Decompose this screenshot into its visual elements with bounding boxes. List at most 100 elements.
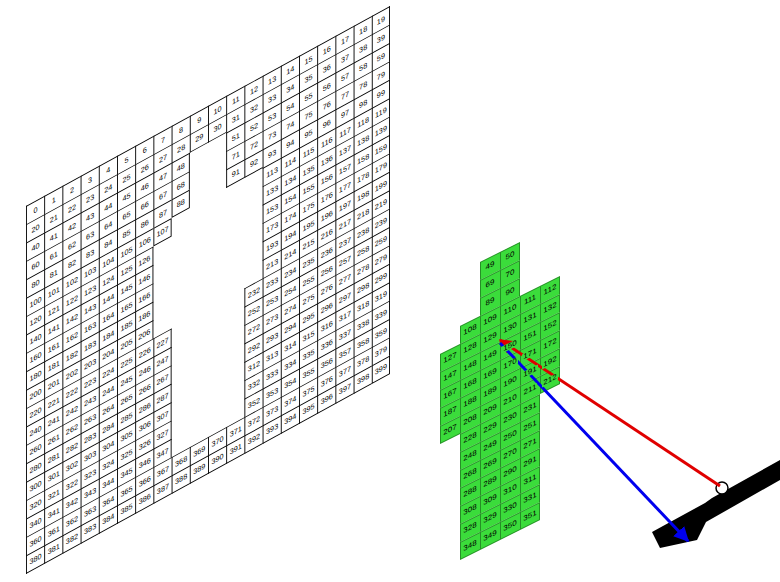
cell-number: 391 bbox=[230, 443, 242, 457]
grid-cell: 344 bbox=[99, 469, 117, 497]
grid-cell: 143 bbox=[81, 295, 99, 323]
grid-cell: 84 bbox=[99, 230, 117, 258]
cell-number: 113 bbox=[266, 166, 278, 180]
grid-cell: 286 bbox=[135, 394, 153, 422]
grid-cell: 12 bbox=[244, 76, 262, 104]
grid-cell: 0 bbox=[26, 196, 44, 224]
grid-cell: 165 bbox=[117, 293, 135, 321]
grid-cell: 364 bbox=[99, 487, 117, 515]
grid-cell: 144 bbox=[99, 285, 117, 313]
grid-cell: 274 bbox=[281, 295, 299, 323]
grid-cell: 214 bbox=[281, 240, 299, 268]
grid-cell: 181 bbox=[44, 352, 62, 380]
grid-cell: 185 bbox=[117, 312, 135, 340]
grid-cell: 345 bbox=[117, 459, 135, 487]
cell-number: 1 bbox=[52, 196, 56, 206]
cell-number: 93 bbox=[268, 148, 276, 160]
grid-cell: 272 bbox=[244, 315, 262, 343]
cell-number: 81 bbox=[50, 268, 58, 280]
cell-number: 383 bbox=[84, 523, 96, 537]
grid-cell: 223 bbox=[81, 368, 99, 396]
grid-cell: 219 bbox=[372, 190, 390, 218]
grid-cell: 182 bbox=[62, 342, 80, 370]
grid-cell: 107 bbox=[153, 218, 171, 246]
cell-number: 13 bbox=[268, 75, 276, 87]
grid-cell: 346 bbox=[135, 449, 153, 477]
cell-number: 39 bbox=[377, 33, 385, 45]
grid-cell: 157 bbox=[335, 155, 353, 183]
cell-number: 16 bbox=[323, 45, 331, 57]
cell-number: 347 bbox=[156, 446, 168, 460]
grid-cell: 265 bbox=[117, 385, 135, 413]
cell-number: 384 bbox=[102, 513, 114, 527]
projection-ray bbox=[500, 340, 720, 486]
figure-cell-label: 50 bbox=[500, 242, 520, 270]
cell-number: 192 bbox=[542, 355, 557, 370]
cell-number: 319 bbox=[375, 290, 387, 304]
grid-cell: 359 bbox=[372, 319, 390, 347]
grid-cell: 381 bbox=[44, 536, 62, 564]
grid-cell: 376 bbox=[317, 367, 335, 395]
cell-number: 190 bbox=[502, 375, 517, 390]
grid-cell: 2 bbox=[62, 176, 80, 204]
cell-number: 71 bbox=[232, 150, 240, 162]
grid-cell: 218 bbox=[354, 200, 372, 228]
grid-cell: 178 bbox=[354, 163, 372, 191]
grid-cell: 338 bbox=[354, 310, 372, 338]
cell-number: 172 bbox=[542, 337, 557, 352]
cell-number: 55 bbox=[305, 91, 313, 103]
grid-cell: 26 bbox=[135, 154, 153, 182]
cell-number: 76 bbox=[323, 100, 331, 112]
grid-cell: 276 bbox=[317, 275, 335, 303]
grid-cell: 234 bbox=[281, 258, 299, 286]
cell-number: 395 bbox=[302, 403, 314, 417]
cell-number: 40 bbox=[32, 241, 40, 253]
cell-number: 189 bbox=[482, 385, 497, 400]
grid-cell: 387 bbox=[153, 476, 171, 504]
cell-number: 66 bbox=[141, 200, 149, 212]
grid-cell: 46 bbox=[135, 173, 153, 201]
cell-number: 44 bbox=[104, 201, 112, 213]
grid-cell: 153 bbox=[263, 195, 281, 223]
grid-cell: 372 bbox=[244, 407, 262, 435]
figure-cell-label: 69 bbox=[480, 270, 500, 298]
cell-number: 96 bbox=[323, 118, 331, 130]
grid-cell: 196 bbox=[317, 202, 335, 230]
grid-cell: 99 bbox=[372, 80, 390, 108]
grid-cell: 7 bbox=[153, 126, 171, 154]
grid-cell: 80 bbox=[26, 270, 44, 298]
grid-cell: 159 bbox=[372, 135, 390, 163]
grid-cell: 367 bbox=[153, 457, 171, 485]
grid-cell: 314 bbox=[281, 332, 299, 360]
grid-cell: 339 bbox=[372, 300, 390, 328]
cell-number: 147 bbox=[442, 369, 457, 384]
grid-cell: 3 bbox=[81, 166, 99, 194]
cell-number: 139 bbox=[375, 124, 387, 138]
cell-number: 0 bbox=[34, 206, 38, 216]
grid-cell: 183 bbox=[81, 332, 99, 360]
cell-number: 389 bbox=[193, 463, 205, 477]
cell-number: 79 bbox=[377, 70, 385, 82]
cell-number: 231 bbox=[522, 401, 537, 416]
cell-number: 46 bbox=[141, 181, 149, 193]
grid-cell: 163 bbox=[81, 313, 99, 341]
cell-number: 25 bbox=[123, 173, 131, 185]
grid-cell: 123 bbox=[81, 276, 99, 304]
cell-number: 90 bbox=[505, 286, 516, 299]
cell-number: 208 bbox=[462, 413, 477, 428]
cell-number: 36 bbox=[323, 63, 331, 75]
cell-number: 350 bbox=[502, 519, 517, 534]
grid-cell: 395 bbox=[299, 396, 317, 424]
grid-cell: 307 bbox=[153, 402, 171, 430]
grid-cell: 186 bbox=[135, 302, 153, 330]
cell-number: 22 bbox=[68, 203, 76, 215]
grid-cell: 334 bbox=[281, 350, 299, 378]
grid-cell: 35 bbox=[299, 64, 317, 92]
number-grid: 0123456789101112131415161718192021222324… bbox=[26, 6, 390, 574]
grid-cell: 317 bbox=[335, 302, 353, 330]
grid-cell: 322 bbox=[62, 470, 80, 498]
cell-number: 43 bbox=[86, 211, 94, 223]
grid-cell: 304 bbox=[99, 432, 117, 460]
grid-cell: 236 bbox=[317, 238, 335, 266]
grid-cell: 139 bbox=[372, 116, 390, 144]
